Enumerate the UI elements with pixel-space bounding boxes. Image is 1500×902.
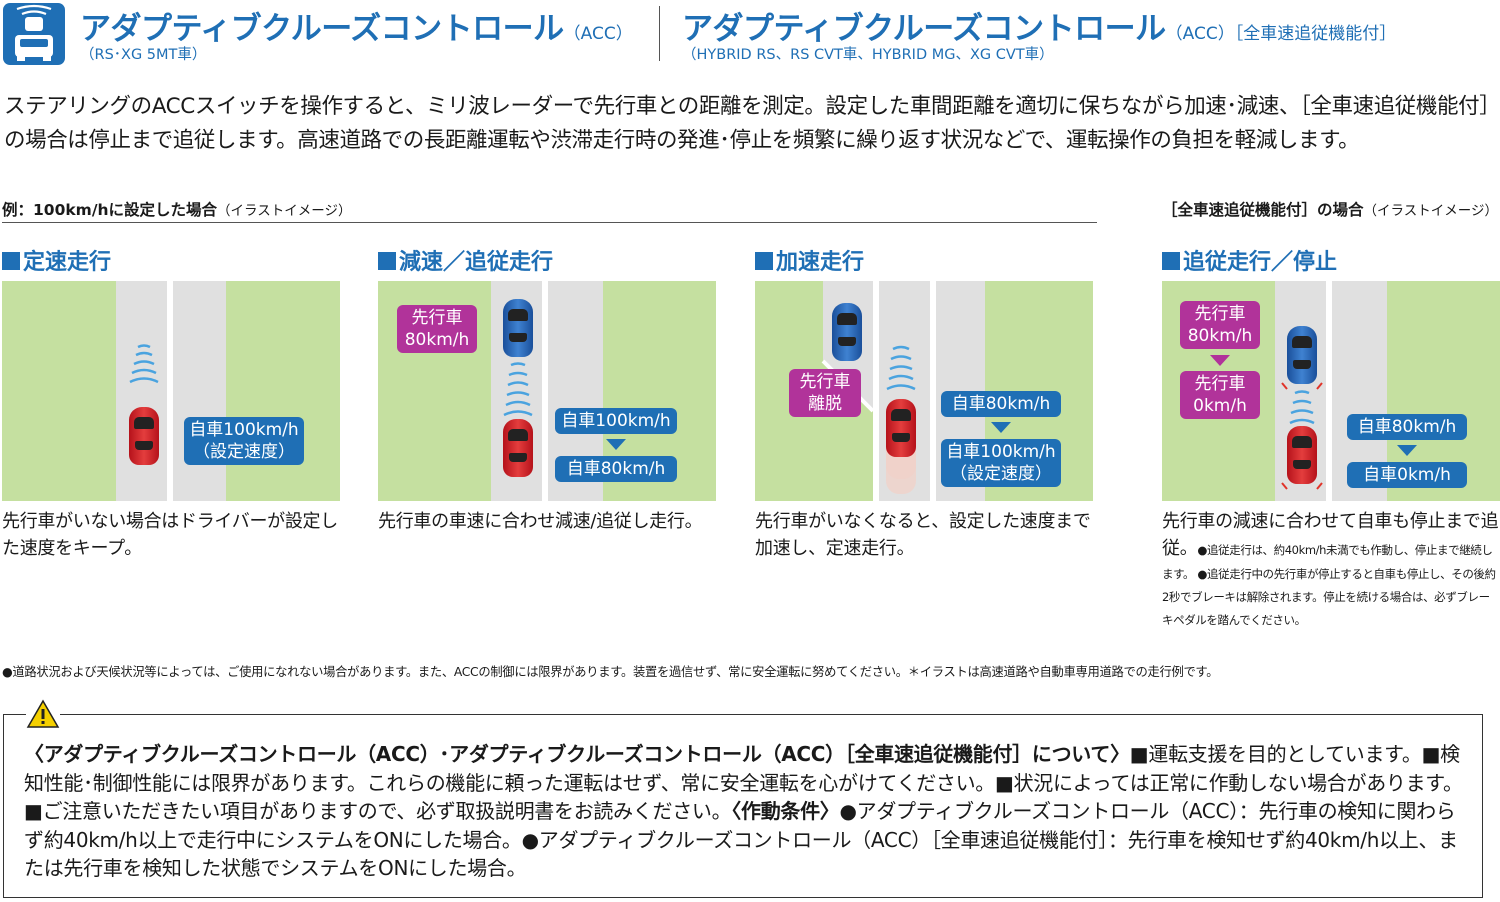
- lead-car-icon: [503, 299, 533, 357]
- full-speed-label-note: （イラストイメージ）: [1363, 203, 1498, 219]
- speed-to-label: 自車100km/h （設定速度）: [941, 439, 1061, 487]
- lead-car-icon: [1287, 326, 1317, 384]
- radar-waves-icon: [1289, 390, 1315, 425]
- scene-1-title: 定速走行: [2, 244, 111, 276]
- scene-2-caption: 先行車の車速に合わせ減速/追従し走行。: [378, 511, 703, 532]
- down-arrow-icon: [1397, 445, 1417, 456]
- self-car-icon: [129, 407, 159, 465]
- example-label-note: （イラストイメージ）: [217, 203, 352, 219]
- lane-line: [542, 281, 548, 501]
- brake-light-icon: [1281, 382, 1323, 390]
- self-car-icon: [886, 399, 916, 457]
- header-right-title-suffix: （ACC）［全車速追従機能付］: [1165, 24, 1397, 44]
- speed-to-label: 自車80km/h: [555, 456, 677, 482]
- warning-text: 〈アダプティブクルーズコントロール（ACC）･アダプティブクルーズコントロール（…: [24, 740, 1470, 883]
- warning-triangle-icon: [26, 699, 60, 729]
- radar-waves-icon: [129, 344, 159, 384]
- footnote: ●道路状況および天候状況等によっては、ご使用になれない場合があります。また、AC…: [2, 665, 1219, 679]
- warning-body-1: ■運転支援を目的としています。■検知性能･制御性能には限界があります。これらの機…: [24, 742, 1463, 823]
- warning-body-2: ●アダプティブクルーズコントロール（ACC）：先行車の検知に関わらず約40km/…: [24, 799, 1458, 880]
- lane-line: [1326, 281, 1332, 501]
- header-divider: [659, 6, 660, 61]
- example-rule: [2, 222, 1097, 223]
- speed-from-label: 自車100km/h: [555, 408, 677, 434]
- warning-conditions-heading: 〈作動条件〉: [731, 799, 840, 823]
- speed-from-label: 自車80km/h: [941, 391, 1061, 417]
- scene-3-title: 加速走行: [755, 244, 864, 276]
- down-arrow-icon: [606, 439, 626, 450]
- scene-2-illustration: 先行車 80km/h 自車100km/h 自車80km/h: [378, 281, 716, 501]
- header-right-subtitle: （HYBRID RS、RS CVT車、HYBRID MG、XG CVT車）: [682, 47, 1054, 63]
- lead-speed-label: 先行車 80km/h: [397, 305, 477, 353]
- radar-waves-icon: [503, 362, 533, 417]
- brake-light-icon: [1281, 482, 1323, 490]
- full-speed-label: ［全車速追従機能付］の場合（イラストイメージ）: [1162, 201, 1498, 219]
- self-car-icon: [503, 419, 533, 477]
- header-left-title: アダプティブクルーズコントロール（ACC）: [80, 11, 633, 47]
- header-left-subtitle: （RS･XG 5MT車）: [80, 47, 207, 63]
- scene-3-caption: 先行車がいなくなると、設定した速度まで加速し、定速走行。: [755, 511, 1091, 559]
- acc-radar-car-icon: [3, 3, 65, 65]
- scene-4-caption: 先行車の減速に合わせて自車も停止まで追従。●追従走行は、約40km/h未満でも作…: [1162, 511, 1499, 627]
- lead-car-icon: [832, 303, 862, 361]
- scene-4-caption-note: ●追従走行は、約40km/h未満でも作動し、停止まで継続します。 ●追従走行中の…: [1162, 543, 1496, 627]
- warning-heading: 〈アダプティブクルーズコントロール（ACC）･アダプティブクルーズコントロール（…: [24, 742, 1130, 766]
- speed-to-label: 自車0km/h: [1347, 462, 1467, 488]
- header-left-title-suffix: （ACC）: [563, 24, 633, 44]
- down-arrow-icon: [1210, 355, 1230, 366]
- warning-box: [3, 714, 1483, 898]
- lead-speed-to-label: 先行車 0km/h: [1180, 371, 1260, 419]
- scene-4-illustration: 先行車 80km/h 先行車 0km/h 自車80km/h 自車0km/h: [1162, 281, 1500, 501]
- scene-1-illustration: 自車100km/h （設定速度）: [2, 281, 340, 501]
- down-arrow-icon: [991, 422, 1011, 433]
- speed-from-label: 自車80km/h: [1347, 414, 1467, 440]
- scene-4-title: 追従走行／停止: [1162, 244, 1337, 276]
- header-right-title: アダプティブクルーズコントロール（ACC）［全車速追従機能付］: [682, 11, 1397, 47]
- lane-line: [167, 281, 173, 501]
- radar-waves-icon: [886, 345, 916, 391]
- scene-1-caption: 先行車がいない場合はドライバーが設定した速度をキープ。: [2, 511, 338, 559]
- scene-3-illustration: 先行車 離脱 自車80km/h 自車100km/h （設定速度）: [755, 281, 1093, 501]
- example-label: 例：100km/hに設定した場合（イラストイメージ）: [2, 201, 352, 219]
- intro-paragraph: ステアリングのACCスイッチを操作すると、ミリ波レーダーで先行車との距離を測定。…: [4, 94, 1490, 153]
- self-speed-label: 自車100km/h （設定速度）: [184, 417, 304, 465]
- lead-status-label: 先行車 離脱: [789, 369, 861, 417]
- scene-2-title: 減速／追従走行: [378, 244, 553, 276]
- lead-speed-from-label: 先行車 80km/h: [1180, 301, 1260, 349]
- self-car-icon: [1287, 426, 1317, 484]
